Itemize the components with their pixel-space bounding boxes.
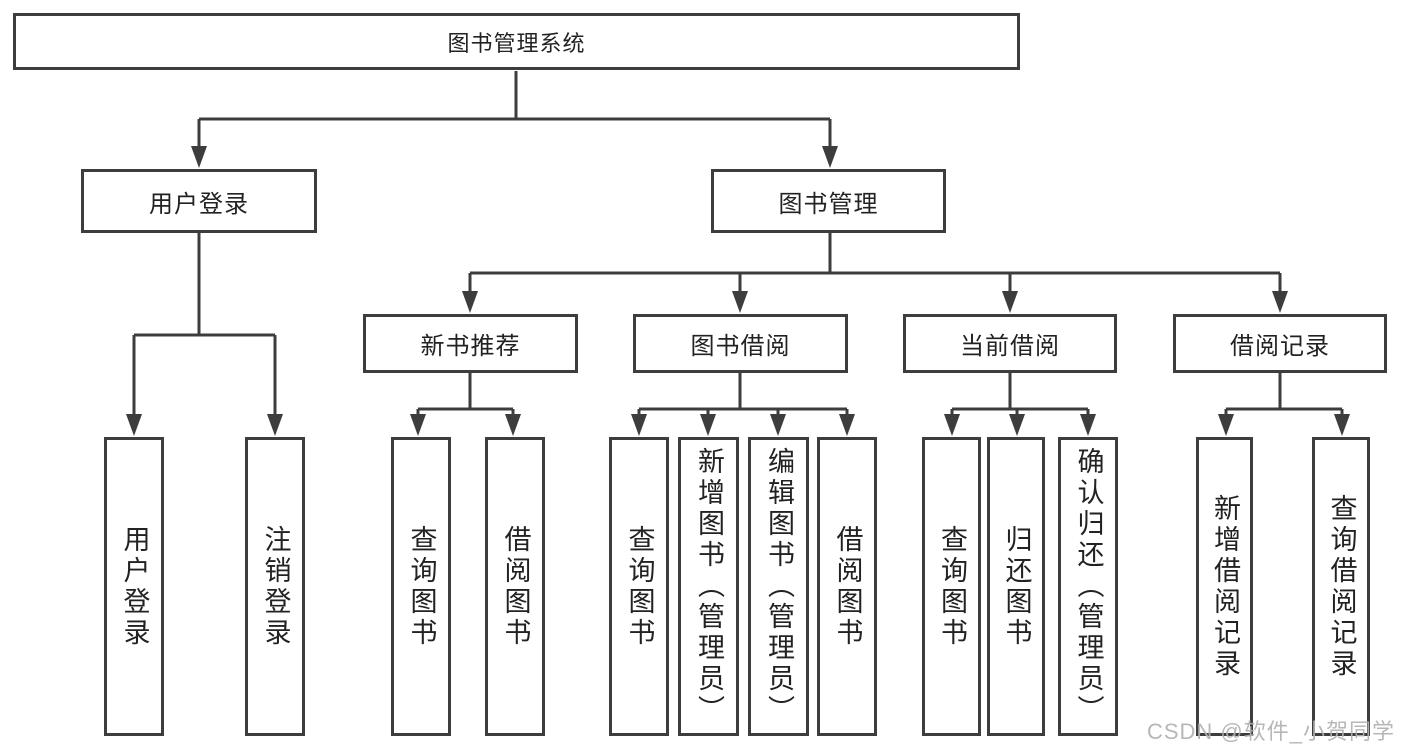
- node-user-login: 用户登录: [81, 169, 317, 233]
- csdn-watermark: CSDN @软件_小贺同学: [1146, 719, 1395, 744]
- connector-book-mgmt-children: [468, 232, 1282, 299]
- leaf-add-borrow-record: 新增借阅记录: [1196, 437, 1253, 736]
- connector-user-login-children: [132, 232, 277, 422]
- leaf-return-books: 归还图书: [987, 437, 1045, 736]
- connector-borrowing-children: [637, 372, 849, 422]
- leaf-edit-books-admin: 编辑图书（管理员）: [748, 437, 809, 736]
- leaf-query-books-recommend: 查询图书: [391, 437, 451, 736]
- leaf-user-login: 用户登录: [104, 437, 164, 736]
- leaf-borrow-books-recommend: 借阅图书: [485, 437, 545, 736]
- leaf-logout: 注销登录: [245, 437, 305, 736]
- node-root-system: 图书管理系统: [13, 13, 1020, 70]
- node-book-management: 图书管理: [711, 169, 946, 233]
- node-borrowing-records: 借阅记录: [1173, 314, 1387, 373]
- node-book-borrowing: 图书借阅: [633, 314, 848, 373]
- connector-root-to-level2: [197, 71, 832, 154]
- connector-current-children: [950, 372, 1090, 422]
- connector-records-children: [1224, 372, 1344, 422]
- leaf-query-books-current: 查询图书: [922, 437, 981, 736]
- connector-new-books-children: [416, 372, 515, 422]
- leaf-query-borrow-record: 查询借阅记录: [1312, 437, 1370, 736]
- leaf-query-books-borrowing: 查询图书: [609, 437, 669, 736]
- leaf-confirm-return-admin: 确认归还（管理员）: [1058, 437, 1118, 736]
- node-new-book-recommend: 新书推荐: [363, 314, 578, 373]
- leaf-add-books-admin: 新增图书（管理员）: [678, 437, 739, 736]
- leaf-borrow-books: 借阅图书: [817, 437, 877, 736]
- node-current-borrowing: 当前借阅: [903, 314, 1117, 373]
